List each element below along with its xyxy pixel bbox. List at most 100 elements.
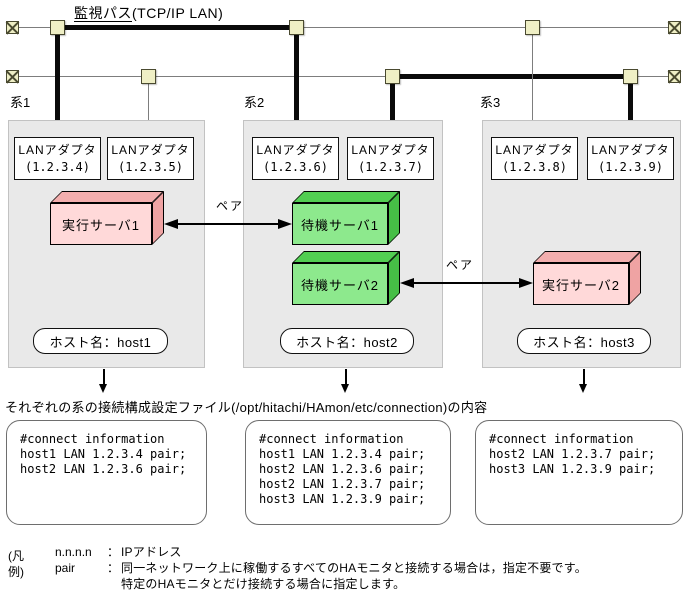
- drop-line-adapter-4: [390, 82, 395, 137]
- bus-terminator-icon: [6, 70, 19, 83]
- exec-server-2-label: 実行サーバ2: [533, 263, 629, 305]
- standby-server-2-label: 待機サーバ2: [292, 263, 388, 305]
- arrowhead-down-icon: [341, 384, 349, 393]
- system-3-label: 系3: [480, 95, 501, 110]
- standby-server-1: 待機サーバ1: [292, 191, 400, 245]
- arrowhead-left-icon: [164, 219, 178, 229]
- config-line: #connect information: [259, 432, 404, 446]
- legend-text: 同一ネットワーク上に稼働するすべてのHAモニタと接続する場合は，指定不要です。: [121, 561, 587, 575]
- bus-connector-icon: [525, 20, 540, 35]
- config-line: host2 LAN 1.2.3.6 pair;: [20, 462, 187, 476]
- legend-term: pair: [55, 561, 76, 575]
- lan-adapter-4-ip: (1.2.3.7): [357, 160, 424, 174]
- pair-arrow-2: [400, 278, 533, 288]
- bus-terminator-icon: [6, 21, 19, 34]
- host-badge-1: ホスト名：host1: [33, 328, 168, 354]
- lan-adapter-4: LANアダプタ (1.2.3.7): [347, 137, 434, 180]
- bus-connector-icon: [50, 20, 65, 35]
- server-top-face: [50, 191, 164, 203]
- drop-line-adapter-6: [628, 82, 633, 137]
- config-line: #connect information: [20, 432, 165, 446]
- lan-adapter-6-ip: (1.2.3.9): [597, 160, 664, 174]
- config-file-3: #connect information host2 LAN 1.2.3.7 p…: [475, 420, 683, 525]
- monitoring-bus-label-term: 監視パス: [74, 5, 132, 21]
- exec-server-1-label: 実行サーバ1: [50, 203, 152, 245]
- server-top-face: [292, 251, 400, 263]
- lan-adapter-6-label: LANアダプタ: [591, 143, 670, 157]
- config-file-1: #connect information host1 LAN 1.2.3.4 p…: [6, 420, 207, 525]
- config-line: #connect information: [489, 432, 634, 446]
- lan-adapter-5: LANアダプタ (1.2.3.8): [491, 137, 578, 180]
- legend-row-ip: n.n.n.n ： IPアドレス: [55, 544, 687, 560]
- section-header: それぞれの系の接続構成設定ファイル(/opt/hitachi/HAmon/etc…: [5, 400, 488, 415]
- arrow-line: [344, 369, 347, 385]
- arrowhead-right-icon: [278, 219, 292, 229]
- lan-adapter-4-label: LANアダプタ: [351, 143, 430, 157]
- pair-label-1: ペア: [216, 199, 245, 213]
- host-badge-3: ホスト名：host3: [517, 328, 651, 354]
- bus-connector-icon: [289, 20, 304, 35]
- arrowhead-left-icon: [400, 278, 414, 288]
- arrow-line: [102, 369, 105, 385]
- lan-adapter-5-label: LANアダプタ: [495, 143, 574, 157]
- legend-rows: n.n.n.n ： IPアドレス pair ： 同一ネットワーク上に稼働するすべ…: [55, 544, 687, 592]
- lan-adapter-6: LANアダプタ (1.2.3.9): [587, 137, 674, 180]
- legend-term: n.n.n.n: [55, 545, 92, 559]
- bus-connector-icon: [623, 69, 638, 84]
- flow-arrow-system-3: [579, 369, 588, 393]
- arrowhead-down-icon: [579, 384, 587, 393]
- legend-separator: ：: [107, 545, 120, 559]
- legend-row-pair: pair ： 同一ネットワーク上に稼働するすべてのHAモニタと接続する場合は，指…: [55, 560, 687, 576]
- pair-arrow-1: [164, 219, 292, 229]
- host-badge-2: ホスト名：host2: [280, 328, 414, 354]
- bus-line-1: [19, 27, 668, 28]
- exec-server-1: 実行サーバ1: [50, 191, 164, 245]
- drop-line-adapter-5: [532, 33, 533, 137]
- lan-adapter-1: LANアダプタ (1.2.3.4): [14, 137, 101, 180]
- bus-terminator-icon: [668, 70, 681, 83]
- system-1-label: 系1: [10, 95, 31, 110]
- pair-label-2: ペア: [446, 258, 475, 272]
- standby-server-1-label: 待機サーバ1: [292, 203, 388, 245]
- config-line: host2 LAN 1.2.3.6 pair;: [259, 462, 426, 476]
- monitoring-bus-label-paren: (TCP/IP LAN): [132, 5, 224, 21]
- bus-terminator-icon: [668, 21, 681, 34]
- lan-adapter-3-ip: (1.2.3.6): [262, 160, 329, 174]
- standby-server-2: 待機サーバ2: [292, 251, 400, 305]
- lan-adapter-2-ip: (1.2.3.5): [117, 160, 184, 174]
- bus-line-2: [19, 76, 668, 77]
- drop-line-adapter-2: [148, 82, 149, 137]
- bus-connector-icon: [385, 69, 400, 84]
- config-line: host1 LAN 1.2.3.4 pair;: [20, 447, 187, 461]
- legend-separator: [107, 576, 121, 592]
- legend-text: 特定のHAモニタとだけ接続する場合に指定します。: [121, 577, 406, 591]
- config-line: host3 LAN 1.2.3.9 pair;: [259, 492, 426, 506]
- config-line: host1 LAN 1.2.3.4 pair;: [259, 447, 426, 461]
- server-top-face: [533, 251, 641, 263]
- lan-adapter-1-label: LANアダプタ: [18, 143, 97, 157]
- legend-separator: ：: [107, 561, 120, 575]
- flow-arrow-system-2: [341, 369, 350, 393]
- config-line: host2 LAN 1.2.3.7 pair;: [259, 477, 426, 491]
- flow-arrow-system-1: [99, 369, 108, 393]
- config-file-2: #connect information host1 LAN 1.2.3.4 p…: [245, 420, 451, 525]
- pair-arrow-line: [173, 223, 283, 225]
- lan-adapter-2-label: LANアダプタ: [111, 143, 190, 157]
- pair-arrow-line: [409, 282, 524, 284]
- arrowhead-right-icon: [519, 278, 533, 288]
- bus-connector-icon: [141, 69, 156, 84]
- lan-adapter-5-ip: (1.2.3.8): [501, 160, 568, 174]
- legend-label: (凡例): [8, 549, 24, 579]
- legend-text: IPアドレス: [121, 545, 182, 559]
- bus-line-2-thick-segment: [390, 74, 631, 79]
- drop-line-adapter-1: [55, 33, 60, 137]
- arrowhead-down-icon: [99, 384, 107, 393]
- bus-line-1-thick-segment: [57, 25, 297, 30]
- drop-line-adapter-3: [294, 33, 299, 137]
- system-2-label: 系2: [244, 95, 265, 110]
- arrow-line: [582, 369, 585, 385]
- monitoring-bus-label: 監視パス(TCP/IP LAN): [74, 3, 223, 23]
- lan-adapter-2: LANアダプタ (1.2.3.5): [107, 137, 194, 180]
- lan-adapter-3-label: LANアダプタ: [256, 143, 335, 157]
